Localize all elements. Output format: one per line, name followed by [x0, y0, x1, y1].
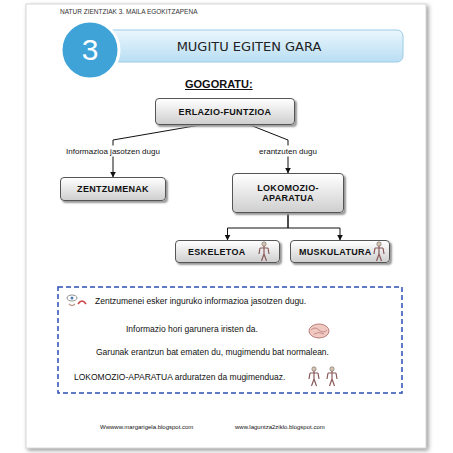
concept-box: MUSKULATURA: [290, 240, 390, 263]
node-text: 3: [82, 33, 99, 67]
summary-sentence: LOKOMOZIO-APARATUA arduratzen da mugimen…: [74, 372, 285, 382]
footer-link: www.laguntza2ziklo.blogspot.com: [235, 424, 325, 430]
node-text: ERLAZIO-FUNTZIOA: [179, 107, 272, 117]
summary-sentence: Zentzumenei esker inguruko informazioa j…: [95, 296, 306, 306]
node-text: ZENTZUMENAK: [77, 184, 149, 194]
header-text: NATUR ZIENTZIAK 3. MAILA EGOKITZAPENA: [60, 8, 198, 15]
node-text: MUSKULATURA: [299, 247, 372, 257]
section-heading: GOGORATU:: [185, 78, 253, 90]
connector-arrow: [228, 213, 289, 240]
concept-box: ZENTZUMENAK: [60, 177, 166, 201]
edge-label: erantzuten dugu: [257, 146, 319, 157]
title-band: [95, 30, 403, 62]
muscle-icon: [327, 367, 337, 386]
summary-frame: [58, 287, 402, 393]
node-text: LOKOMOZIO-APARATUA: [247, 183, 329, 203]
circle-shape: [61, 21, 119, 79]
page-title: MUGITU EGITEN GARA: [95, 30, 403, 62]
brain-icon: [309, 324, 329, 338]
summary-sentence: Informazio hori garunera iristen da.: [126, 324, 258, 334]
summary-box: Zentzumenei esker inguruko informazioa j…: [58, 287, 402, 393]
connector-arrow: [288, 213, 340, 240]
footer-link: Wwwww.margarigela.blogspot.com: [100, 424, 193, 430]
senses-icon: [67, 295, 86, 306]
node-text: ESKELETOA: [188, 247, 246, 257]
skeleton-icon: [309, 367, 319, 386]
chapter-circle: 3: [58, 18, 122, 82]
summary-sentence: Garunak erantzun bat ematen du, mugimend…: [96, 347, 329, 357]
concept-box: LOKOMOZIO-APARATUA: [232, 173, 344, 213]
concept-box: ERLAZIO-FUNTZIOA: [155, 98, 295, 125]
sheet: [26, 4, 426, 448]
concept-box: ESKELETOA: [175, 240, 280, 263]
edge-label: Informazioa jasotzen dugu: [64, 146, 162, 157]
